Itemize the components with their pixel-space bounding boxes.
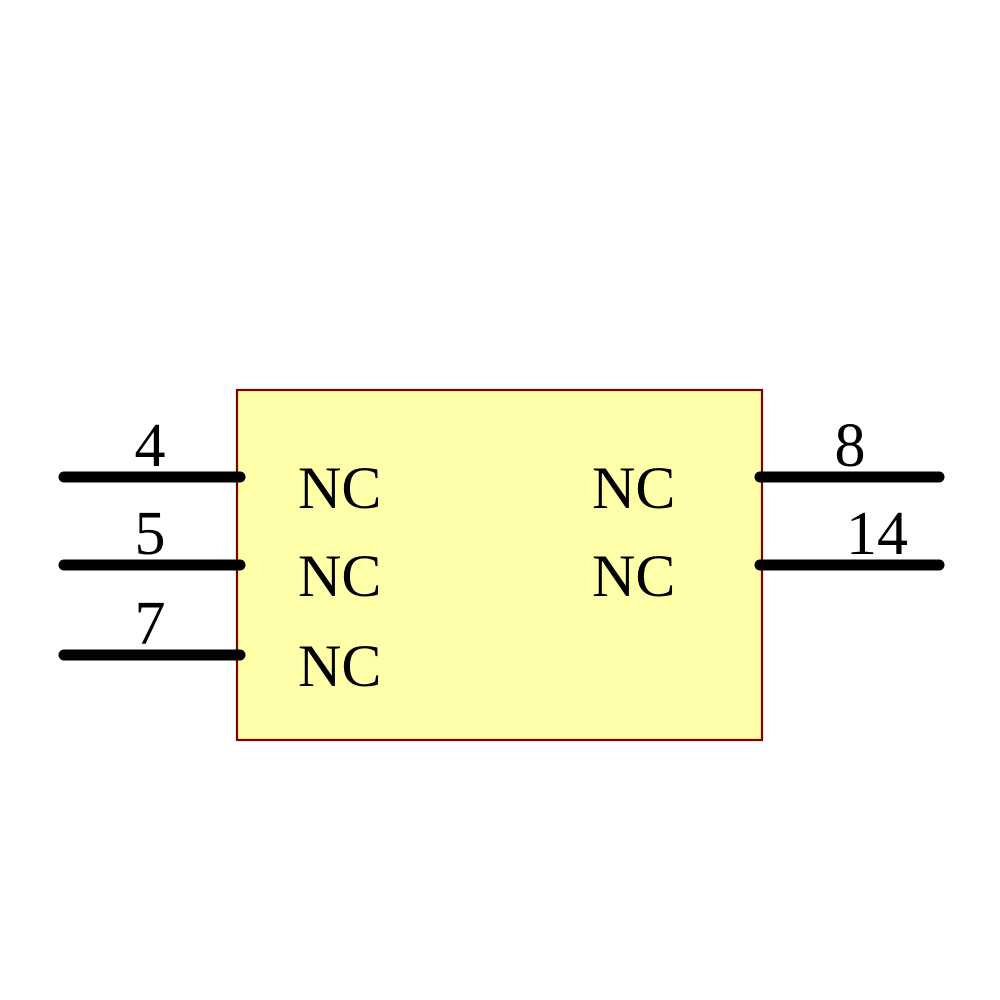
pin-left-3-name: NC [298,633,381,699]
pin-left-3-number: 7 [135,590,166,658]
pin-left-1[interactable]: 4 NC [58,412,381,521]
pin-right-2[interactable]: 14 NC [592,500,945,609]
pin-left-2-name: NC [298,543,381,609]
pin-left-1-number: 4 [135,412,166,480]
pin-left-2[interactable]: 5 NC [58,500,381,609]
pin-right-1[interactable]: 8 NC [592,412,945,521]
pin-left-1-name: NC [298,455,381,521]
pin-left-3[interactable]: 7 NC [58,590,381,699]
pin-right-2-name: NC [592,543,675,609]
pin-left-2-number: 5 [135,500,166,568]
pin-right-1-name: NC [592,455,675,521]
component-body-rect[interactable] [235,388,764,742]
pin-right-1-number: 8 [835,412,866,480]
pin-right-2-number: 14 [846,500,908,568]
